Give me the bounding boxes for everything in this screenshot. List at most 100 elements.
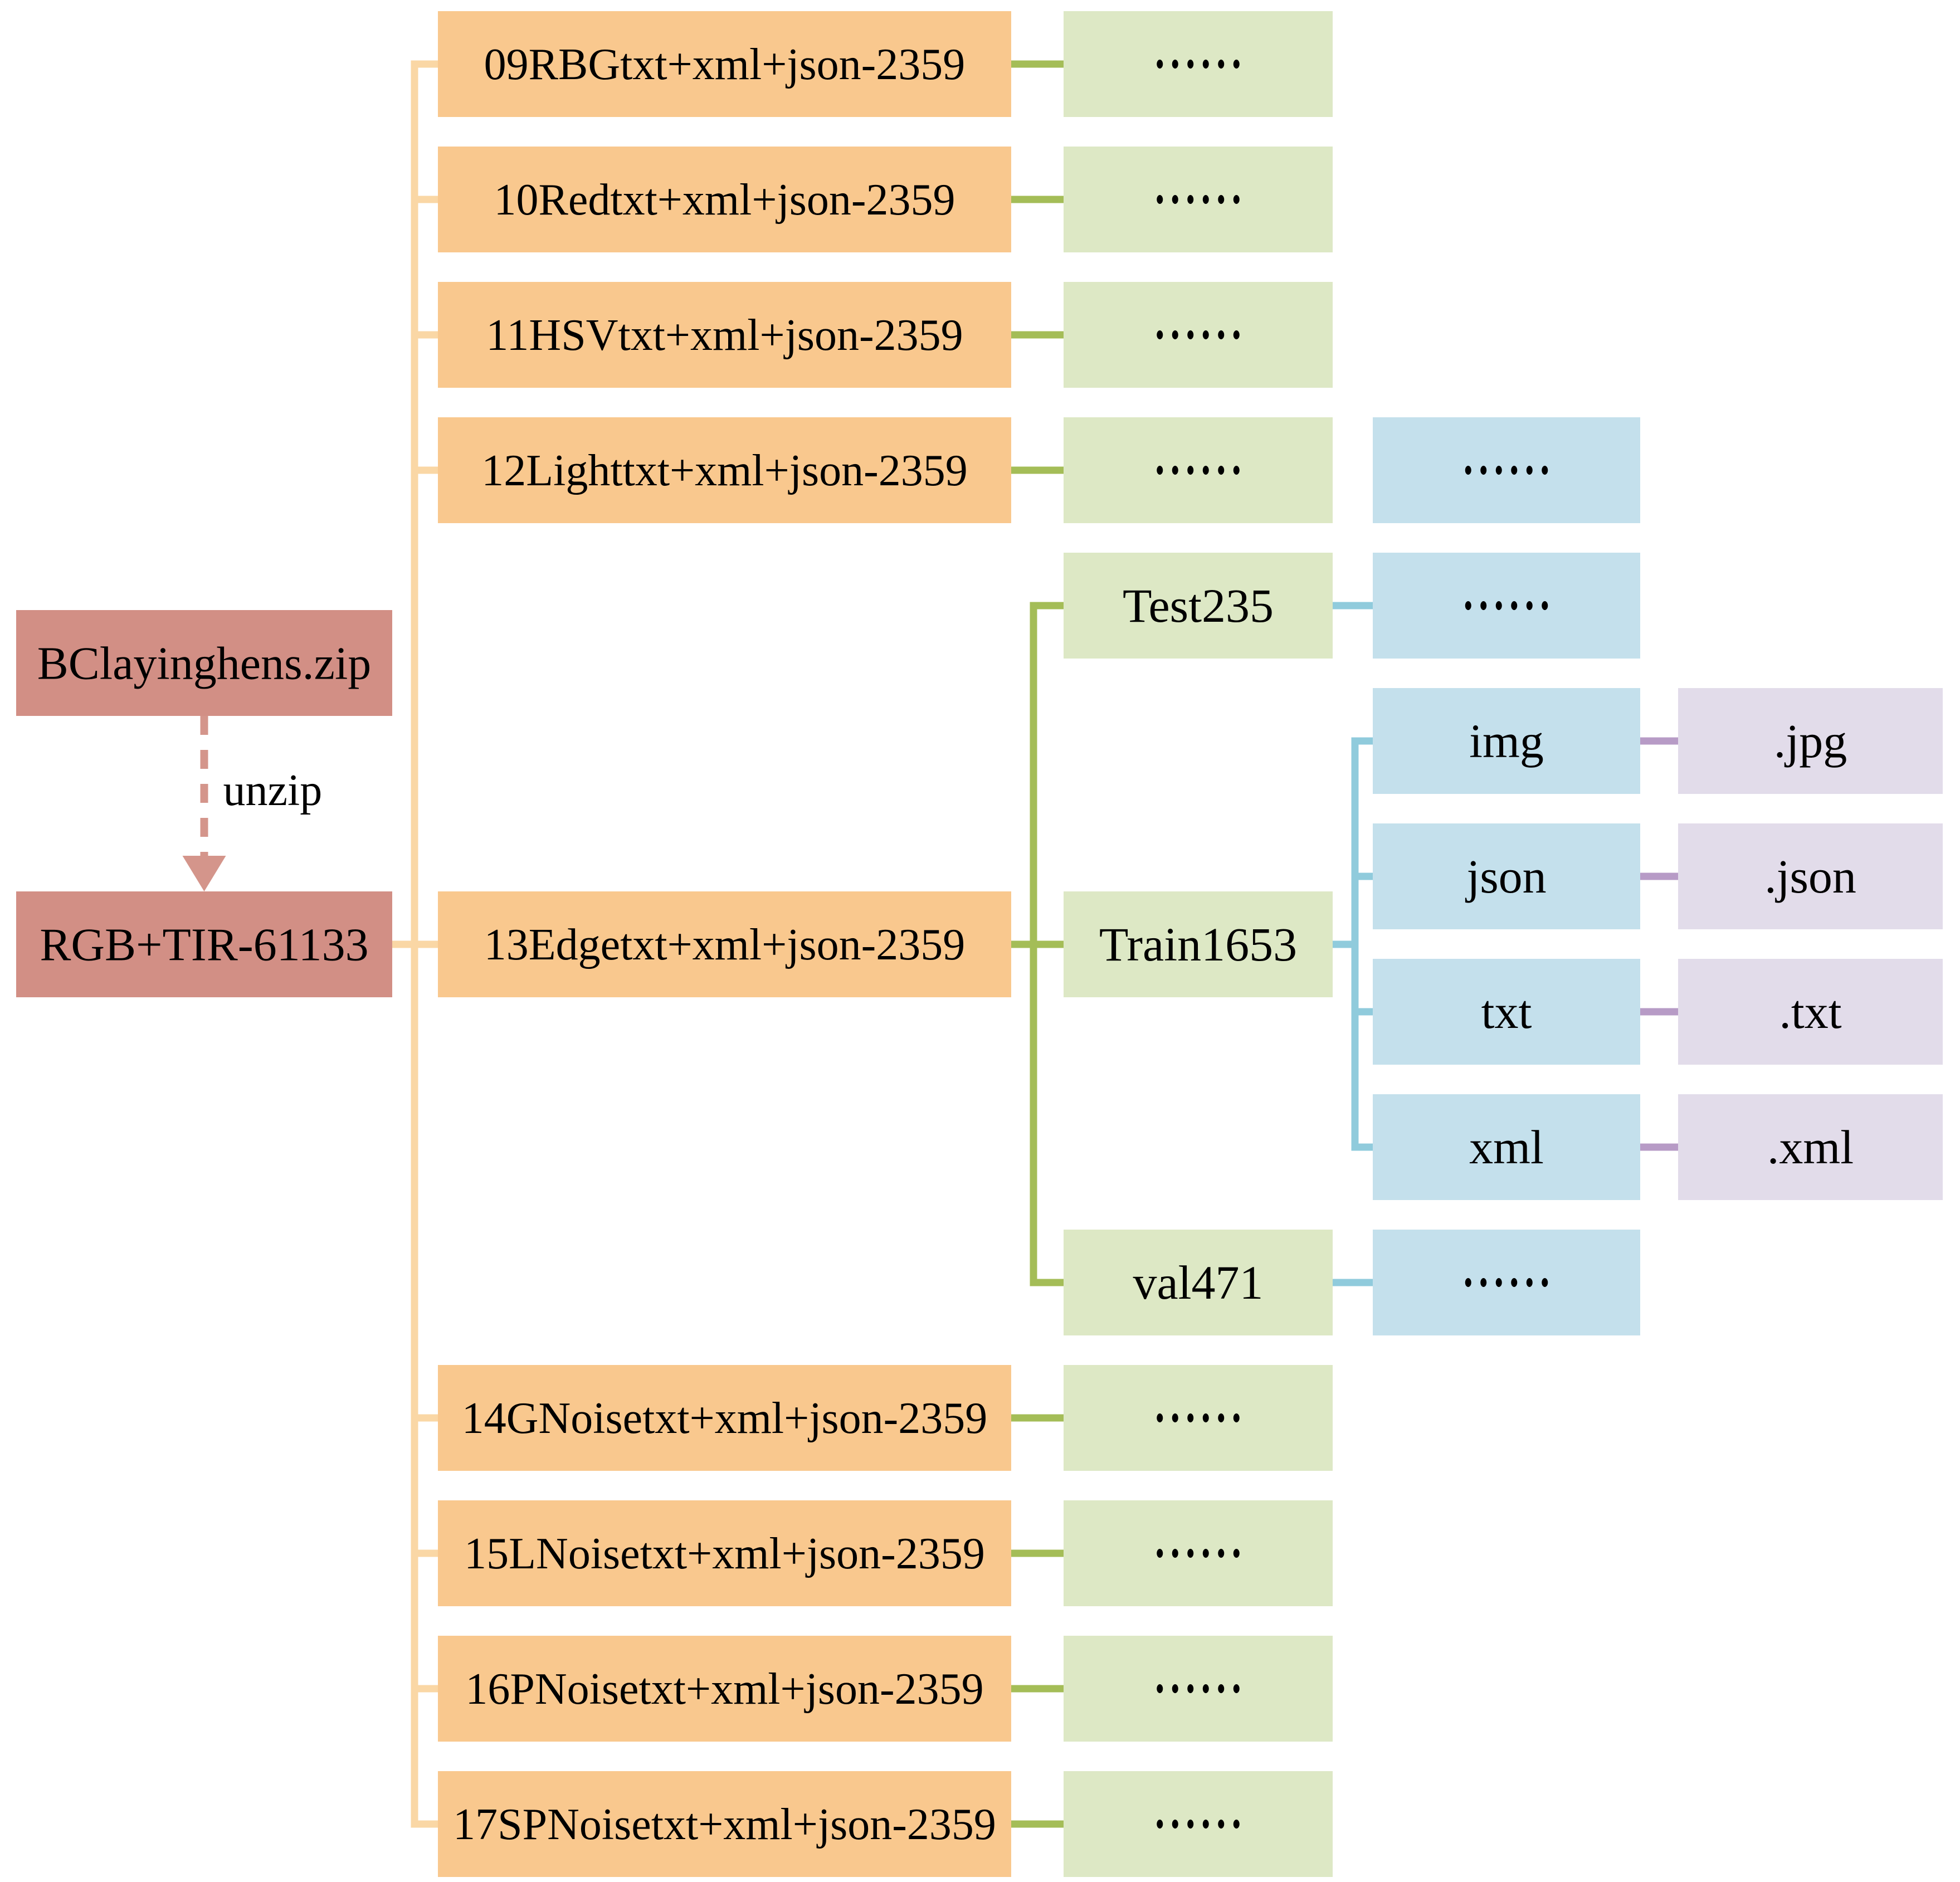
ellipsis-dot [1202,1820,1209,1829]
ellipsis-dots [1157,60,1240,69]
ellipsis-dot [1218,330,1225,339]
ellipsis-dot [1157,330,1163,339]
label-pTxt: .txt [1779,985,1841,1038]
box-g11 [1064,282,1333,388]
box-g12 [1064,417,1333,523]
ellipsis-dot [1172,1820,1178,1829]
ellipsis-dot [1157,1684,1163,1693]
box-o11 [438,282,1011,388]
tree-node-g10 [1064,147,1333,252]
ellipsis-dot [1480,466,1487,475]
unzip-arrowhead-icon [182,856,226,891]
box-o17 [438,1771,1011,1877]
box-pJson [1678,823,1943,929]
ellipsis-dot [1202,466,1209,475]
tree-node-pXml: .xml [1678,1094,1943,1200]
ellipsis-dot [1542,1278,1548,1287]
label-gVal: val471 [1133,1256,1263,1309]
ellipsis-dot [1465,1278,1471,1287]
label-o11: 11HSVtxt+xml+json-2359 [486,311,963,360]
box-rgb [16,891,392,997]
box-bTest [1373,553,1640,659]
box-g14 [1064,1365,1333,1471]
ellipsis-dot [1172,1413,1178,1422]
tree-node-o09: 09RBGtxt+xml+json-2359 [438,11,1011,117]
ellipsis-dot [1187,1820,1194,1829]
tree-node-bXml: xml [1373,1094,1640,1200]
box-zip [16,610,392,716]
box-o10 [438,147,1011,252]
box-g15 [1064,1500,1333,1606]
tree-node-bVal [1373,1230,1640,1335]
ellipsis-dot [1233,330,1240,339]
label-pXml: .xml [1767,1120,1854,1174]
box-o12 [438,417,1011,523]
ellipsis-dot [1233,1684,1240,1693]
tree-node-bTop [1373,417,1640,523]
ellipsis-dot [1157,466,1163,475]
ellipsis-dots [1157,1820,1240,1829]
ellipsis-dot [1480,601,1487,610]
tree-node-g15 [1064,1500,1333,1606]
box-gVal [1064,1230,1333,1335]
ellipsis-dot [1172,60,1178,69]
box-o09 [438,11,1011,117]
ellipsis-dot [1157,195,1163,204]
box-gTrain [1064,891,1333,997]
ellipsis-dots [1465,466,1548,475]
ellipsis-dot [1202,60,1209,69]
label-o14: 14GNoisetxt+xml+json-2359 [462,1394,988,1443]
box-bJson [1373,823,1640,929]
label-o09: 09RBGtxt+xml+json-2359 [484,40,966,89]
box-gTest [1064,553,1333,659]
ellipsis-dot [1218,1413,1225,1422]
label-bTxt: txt [1481,985,1532,1038]
box-o15 [438,1500,1011,1606]
ellipsis-dot [1233,466,1240,475]
ellipsis-dot [1172,1684,1178,1693]
label-bXml: xml [1469,1120,1544,1174]
ellipsis-dot [1202,1684,1209,1693]
ellipsis-dots [1157,330,1240,339]
ellipsis-dot [1218,1549,1225,1558]
box-bTxt [1373,959,1640,1065]
ellipsis-dot [1495,466,1502,475]
ellipsis-dots [1465,601,1548,610]
tree-node-g16 [1064,1636,1333,1742]
box-bVal [1373,1230,1640,1335]
ellipsis-dot [1511,601,1518,610]
ellipsis-dot [1526,466,1533,475]
tree-node-bTxt: txt [1373,959,1640,1065]
tree-node-g17 [1064,1771,1333,1877]
box-pTxt [1678,959,1943,1065]
unzip-label: unzip [223,766,323,815]
ellipsis-dot [1218,1684,1225,1693]
ellipsis-dots [1157,1684,1240,1693]
ellipsis-dot [1511,1278,1518,1287]
ellipsis-dot [1187,1413,1194,1422]
label-o10: 10Redtxt+xml+json-2359 [494,175,955,225]
ellipsis-dot [1202,195,1209,204]
ellipsis-dot [1187,330,1194,339]
tree-node-o17: 17SPNoisetxt+xml+json-2359 [438,1771,1011,1877]
label-o15: 15LNoisetxt+xml+json-2359 [464,1529,985,1578]
box-o13 [438,891,1011,997]
box-bTop [1373,417,1640,523]
box-pJpg [1678,688,1943,794]
label-o12: 12Lighttxt+xml+json-2359 [481,446,967,495]
label-zip: BClayinghens.zip [37,638,372,690]
ellipsis-dot [1233,1820,1240,1829]
folder-boxes: BClayinghens.zipRGB+TIR-6113309RBGtxt+xm… [16,11,1943,1877]
tree-node-pJpg: .jpg [1678,688,1943,794]
ellipsis-dot [1233,60,1240,69]
ellipsis-dot [1187,195,1194,204]
box-g16 [1064,1636,1333,1742]
tree-node-g09 [1064,11,1333,117]
ellipsis-dot [1495,1278,1502,1287]
label-gTrain: Train1653 [1099,918,1297,971]
tree-node-bImg: img [1373,688,1640,794]
ellipsis-dot [1157,1549,1163,1558]
tree-node-o10: 10Redtxt+xml+json-2359 [438,147,1011,252]
label-bImg: img [1469,714,1544,768]
